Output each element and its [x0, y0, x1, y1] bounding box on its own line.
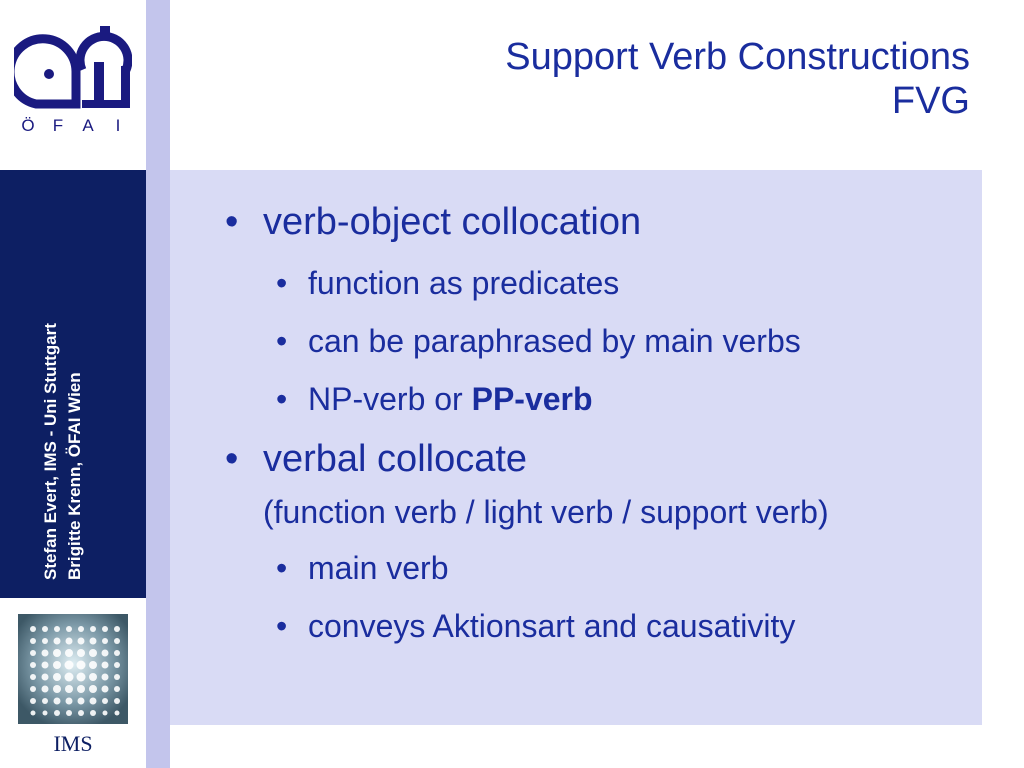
ofai-logo-mark [14, 26, 132, 109]
list-item-text: main verb [308, 550, 449, 586]
bullet-icon: • [276, 381, 288, 417]
ofai-logo: Ö F A I [0, 0, 146, 170]
content-box: • verb-object collocation • function as … [170, 170, 982, 725]
list-item-bold: PP-verb [471, 381, 593, 417]
list-item-plain: NP-verb or [308, 381, 472, 417]
bullet-icon: • [225, 201, 239, 243]
logo-letter: Ö [21, 116, 35, 135]
author-credits: Stefan Evert, IMS - Uni Stuttgart Brigit… [39, 180, 87, 580]
logo-letters: Ö F A I [0, 116, 146, 136]
title-line-2: FVG [891, 80, 970, 122]
list-item-text: function as predicates [308, 265, 620, 301]
title-line-1: Support Verb Constructions [505, 36, 970, 78]
list-item-text: NP-verb or PP-verb [308, 380, 593, 418]
author-line-2: Brigitte Krenn, ÖFAI Wien [65, 372, 84, 580]
author-band [0, 170, 146, 595]
bullet-icon: • [225, 438, 239, 480]
bullet-icon: • [276, 608, 288, 644]
bullet-icon: • [276, 265, 288, 301]
bullet-icon: • [276, 323, 288, 359]
divider [0, 595, 146, 598]
title-area: Support Verb Constructions FVG [170, 0, 1024, 170]
ims-label: IMS [53, 731, 93, 756]
left-sidebar: Ö F A I Stefan Evert, IMS - Uni Stuttgar… [0, 0, 146, 768]
bullet-icon: • [276, 550, 288, 586]
ims-dot-grid-icon [18, 614, 128, 724]
list-item-text: verb-object collocation [263, 201, 642, 243]
ims-logo-image [18, 614, 128, 724]
logo-letter: F [52, 116, 64, 135]
slide-title: Support Verb Constructions FVG [505, 35, 970, 123]
list-item-text: verbal collocate [263, 438, 528, 480]
logo-letter: I [115, 116, 121, 135]
author-line-1: Stefan Evert, IMS - Uni Stuttgart [41, 323, 60, 580]
list-item-continuation-text: (function verb / light verb / support ve… [263, 494, 829, 530]
logo-letter: A [82, 116, 94, 135]
side-stripe [146, 0, 170, 768]
list-item-text: conveys Aktionsart and causativity [308, 608, 796, 644]
list-item-text: can be paraphrased by main verbs [308, 323, 801, 359]
